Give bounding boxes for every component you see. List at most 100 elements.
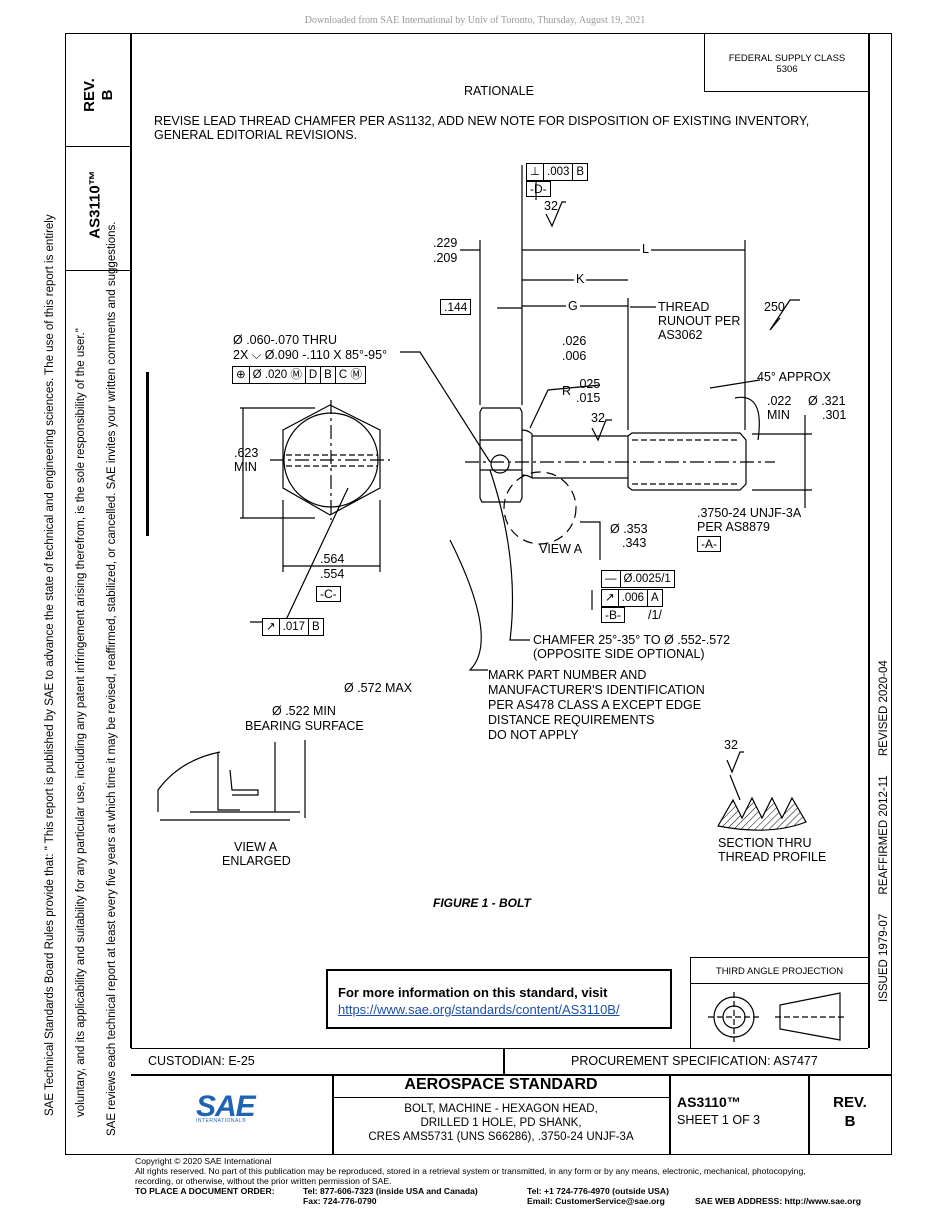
third-angle-box: THIRD ANGLE PROJECTION xyxy=(690,957,868,1048)
dia-572-max: Ø .572 MAX xyxy=(344,681,413,695)
side-rev-box: REV. B xyxy=(65,33,131,147)
straightness-icon: — xyxy=(602,571,621,587)
angle-45-approx: 45° APPROX xyxy=(757,370,831,384)
hole-note-1: Ø .060-.070 THRU xyxy=(233,333,337,347)
mark-note-5: DO NOT APPLY xyxy=(488,728,579,742)
per-inch: /1/ xyxy=(648,608,662,622)
datum-a: -A- xyxy=(697,536,721,552)
sae-logo: SAE INTERNATIONAL® xyxy=(196,1090,266,1134)
section-label-2: THREAD PROFILE xyxy=(718,850,827,864)
dim-026: .026 xyxy=(562,334,587,348)
view-a-label: VIEW A xyxy=(539,542,583,556)
position-datum-c: C Ⓜ xyxy=(338,369,362,381)
document-number: AS3110™ xyxy=(677,1094,741,1110)
dim-229: .229 xyxy=(433,236,458,250)
figure-title: FIGURE 1 - BOLT xyxy=(433,896,531,910)
runout-icon: ↗ xyxy=(602,590,619,606)
dia-321: Ø .321 xyxy=(808,394,846,408)
view-a-enlarged-2: ENLARGED xyxy=(222,854,291,868)
part-description: BOLT, MACHINE - HEXAGON HEAD, DRILLED 1 … xyxy=(333,1102,669,1144)
rights-1: All rights reserved. No part of this pub… xyxy=(135,1166,806,1176)
sae-logo-text: SAE xyxy=(196,1090,256,1123)
federal-supply-box: FEDERAL SUPPLY CLASS 5306 xyxy=(704,33,869,92)
copyright: Copyright © 2020 SAE International xyxy=(135,1156,272,1166)
thread-per: PER AS8879 xyxy=(697,520,770,534)
sheet-number: SHEET 1 OF 3 xyxy=(677,1113,761,1127)
dia-522-min: Ø .522 MIN xyxy=(272,704,336,718)
federal-supply-code: 5306 xyxy=(776,64,798,75)
radius-015: .015 xyxy=(576,391,601,405)
runout-frame: ↗ .006 A xyxy=(601,589,663,607)
third-angle-label: THIRD ANGLE PROJECTION xyxy=(691,958,868,984)
runout-017-tol: .017 xyxy=(280,619,310,635)
dim-209: .209 xyxy=(433,251,458,265)
web-address[interactable]: SAE WEB ADDRESS: http://www.sae.org xyxy=(695,1196,861,1206)
dim-006: .006 xyxy=(562,349,587,363)
mark-note-2: MANUFACTURER'S IDENTIFICATION xyxy=(488,683,705,697)
runout-017-icon: ↗ xyxy=(263,619,280,635)
aerospace-standard-heading: AEROSPACE STANDARD xyxy=(404,1076,598,1093)
desc-line-3: CRES AMS5731 (UNS S66286), .3750-24 UNJF… xyxy=(368,1131,634,1143)
chamfer-note-2: (OPPOSITE SIDE OPTIONAL) xyxy=(533,647,705,661)
custodian-divider xyxy=(503,1048,505,1074)
perpendicularity-frame: ⊥ .003 B xyxy=(526,163,589,181)
title-block-divider-1 xyxy=(332,1074,334,1155)
desc-line-2: DRILLED 1 HOLE, PD SHANK, xyxy=(420,1117,582,1129)
heading-rule xyxy=(333,1097,669,1098)
finish-32-mid: 32 xyxy=(591,411,605,425)
thread-runout-note: THREAD RUNOUT PER AS3062 xyxy=(658,300,741,342)
thread-spec: .3750-24 UNJF-3A xyxy=(697,506,802,520)
tel-us: Tel: 877-606-7323 (inside USA and Canada… xyxy=(303,1186,478,1196)
title-block-divider-3 xyxy=(808,1074,810,1155)
dim-554: .554 xyxy=(320,567,345,581)
info-box: For more information on this standard, v… xyxy=(326,969,672,1029)
frame-divider-right xyxy=(868,33,870,1048)
dim-k: K xyxy=(574,272,587,286)
mark-note-4: DISTANCE REQUIREMENTS xyxy=(488,713,655,727)
straightness-frame: — Ø.0025/1 xyxy=(601,570,675,588)
dia-301: .301 xyxy=(822,408,847,422)
email[interactable]: Email: CustomerService@sae.org xyxy=(527,1196,665,1206)
dim-623: .623 xyxy=(234,446,259,460)
dim-144: .144 xyxy=(440,299,472,315)
dim-623-min: MIN xyxy=(234,460,257,474)
dim-022: .022 xyxy=(767,394,792,408)
runout-017-datum: B xyxy=(312,621,320,633)
change-bar xyxy=(146,372,149,536)
rationale-text: REVISE LEAD THREAD CHAMFER PER AS1132, A… xyxy=(154,114,810,142)
position-tolerance: Ø .020 Ⓜ xyxy=(250,367,306,383)
dim-g: G xyxy=(566,299,580,313)
chamfer-note-1: CHAMFER 25°-35° TO Ø .552-.572 xyxy=(533,633,731,647)
drawing-frame xyxy=(65,33,892,1155)
runout-datum: A xyxy=(651,592,659,604)
sae-logo-sub: INTERNATIONAL® xyxy=(196,1118,247,1124)
rights-2: recording, or otherwise, without the pri… xyxy=(135,1176,392,1186)
tel-intl: Tel: +1 724-776-4970 (outside USA) xyxy=(527,1186,669,1196)
order-label: TO PLACE A DOCUMENT ORDER: xyxy=(135,1186,275,1196)
dim-564: .564 xyxy=(320,552,345,566)
hole-note-2: 2X ⌵ Ø.090 -.110 X 85°-95° xyxy=(233,348,388,362)
footer: Copyright © 2020 SAE International All r… xyxy=(135,1156,895,1186)
mark-note-3: PER AS478 CLASS A EXCEPT EDGE xyxy=(488,698,702,712)
bearing-surface: BEARING SURFACE xyxy=(245,719,364,733)
perp-datum: B xyxy=(576,166,585,178)
datum-d: -D- xyxy=(526,181,551,197)
dim-022-min: MIN xyxy=(767,408,790,422)
radius-label: R xyxy=(562,384,572,398)
perp-tolerance: .003 xyxy=(544,164,574,180)
standard-link[interactable]: https://www.sae.org/standards/content/AS… xyxy=(338,1002,620,1017)
procurement-spec: PROCUREMENT SPECIFICATION: AS7477 xyxy=(571,1054,818,1068)
view-a-enlarged-1: VIEW A xyxy=(234,840,278,854)
revision-letter: B xyxy=(844,1113,856,1130)
title-block-top-line xyxy=(131,1074,892,1076)
title-block-divider-2 xyxy=(669,1074,671,1155)
radius-025: .025 xyxy=(576,377,601,391)
position-icon: ⊕ xyxy=(233,367,250,383)
frame-divider-left xyxy=(130,33,132,1048)
position-datum-b: B xyxy=(321,367,336,383)
mark-note-1: MARK PART NUMBER AND xyxy=(488,668,647,682)
custodian: CUSTODIAN: E-25 xyxy=(148,1054,255,1068)
dia-343: .343 xyxy=(622,536,647,550)
federal-supply-label: FEDERAL SUPPLY CLASS xyxy=(728,53,846,64)
